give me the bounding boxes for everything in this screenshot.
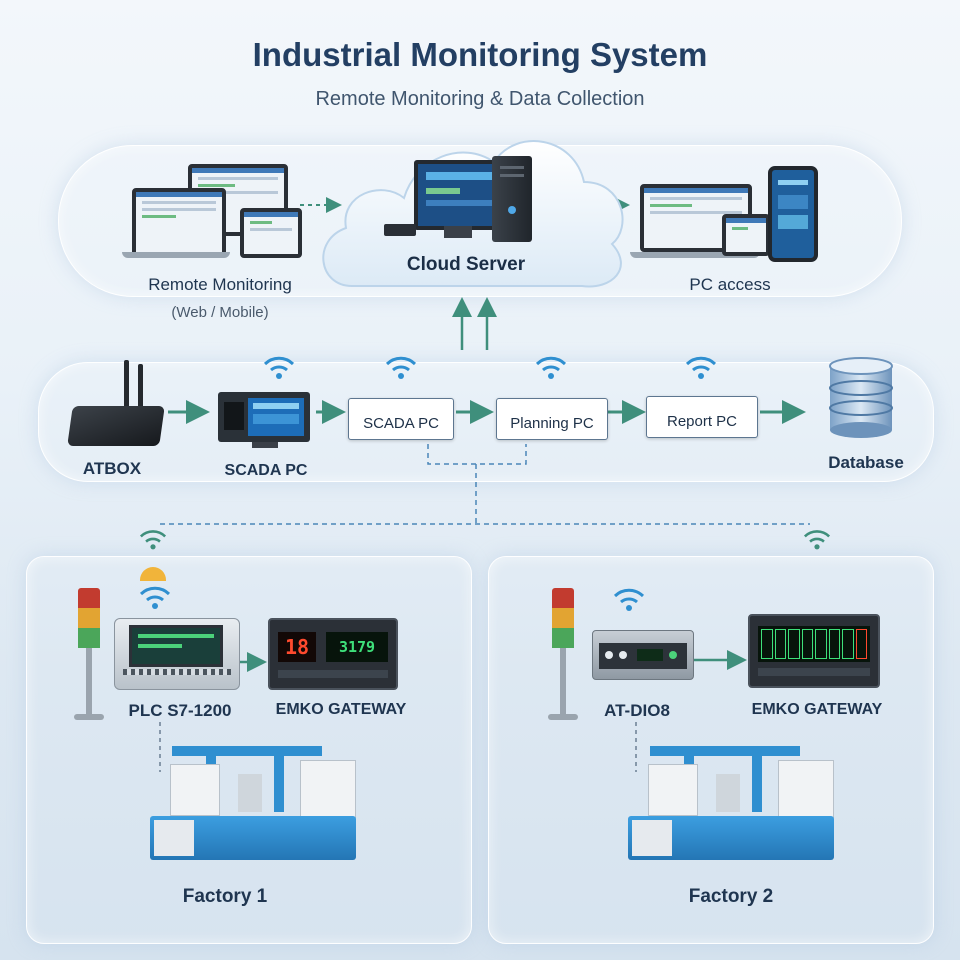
page-title: Industrial Monitoring System	[252, 36, 708, 73]
middle-tier-band	[38, 362, 934, 482]
factory1-machine-icon	[150, 746, 360, 862]
planning-pc-box: Planning PC	[496, 398, 608, 440]
gateway-display-right: 3179	[326, 632, 388, 662]
database-label: Database	[828, 453, 904, 472]
remote-monitoring-label: Remote Monitoring	[148, 275, 292, 294]
gateway-display-left: 18	[278, 632, 316, 662]
plc-s7-1200-icon	[114, 618, 240, 690]
report-pc-box: Report PC	[646, 396, 758, 438]
scada-pc-label: SCADA PC	[224, 462, 308, 479]
top-tier-band	[58, 145, 902, 297]
stack-light-icon	[74, 588, 104, 726]
wifi-icon	[139, 530, 167, 550]
sun-icon	[140, 567, 166, 581]
at-dio8-icon	[592, 630, 694, 680]
wifi-icon	[685, 356, 717, 379]
factory2-machine-icon	[628, 746, 838, 862]
plc-s7-1200-label: PLC S7-1200	[128, 701, 232, 720]
factory1-name: Factory 1	[182, 886, 268, 907]
scada-pc-hmi-icon	[218, 392, 310, 442]
factory2-name: Factory 2	[688, 886, 774, 907]
wifi-icon	[535, 356, 567, 379]
emko-gateway-label: EMKO GATEWAY	[751, 701, 883, 718]
atbox-label: ATBOX	[82, 459, 142, 478]
emko-gateway-icon: 18 3179	[268, 618, 398, 690]
emko-gateway-icon	[748, 614, 880, 688]
scada-pc-box: SCADA PC	[348, 398, 454, 440]
factory1-panel	[26, 556, 472, 944]
at-dio8-label: AT-DIO8	[604, 701, 670, 720]
atbox-device-icon	[67, 360, 165, 450]
pc-access-devices-icon	[630, 166, 818, 262]
remote-monitoring-devices-icon	[122, 160, 304, 260]
page-subtitle: Remote Monitoring & Data Collection	[315, 88, 645, 110]
wifi-icon	[803, 530, 831, 550]
wifi-icon	[385, 356, 417, 379]
scada-stand-icon	[252, 442, 278, 448]
stack-light-icon	[548, 588, 578, 726]
server-tower-icon	[492, 156, 532, 242]
cloud-server-label: Cloud Server	[406, 254, 526, 275]
remote-monitoring-sublabel: (Web / Mobile)	[171, 304, 269, 321]
wifi-icon	[613, 588, 645, 611]
database-icon	[829, 357, 893, 438]
pc-access-label: PC access	[689, 275, 771, 294]
wifi-icon	[139, 586, 171, 609]
wifi-icon	[263, 356, 295, 379]
monitor-stand-icon	[444, 226, 472, 238]
factory2-panel	[488, 556, 934, 944]
emko-gateway-label: EMKO GATEWAY	[275, 701, 407, 718]
router-icon	[384, 224, 416, 236]
